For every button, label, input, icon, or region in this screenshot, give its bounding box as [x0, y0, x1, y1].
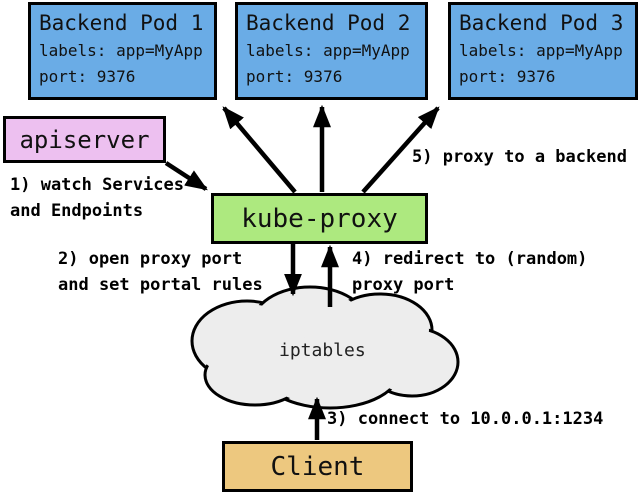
pod-title: Backend Pod 2 — [246, 11, 411, 35]
annotation-step2: 2) open proxy port and set portal rules — [58, 249, 263, 295]
client-box: Client — [222, 441, 413, 492]
arrow-kubeproxy-to-pod1 — [222, 106, 297, 194]
client-label: Client — [270, 451, 365, 482]
pod-labels: labels: app=MyApp — [246, 41, 410, 60]
annotation-step4: 4) redirect to (random) proxy port — [352, 249, 588, 295]
annotation-step5: 5) proxy to a backend — [412, 147, 627, 167]
pod-title: Backend Pod 1 — [39, 11, 204, 35]
backend-pod-3-box: Backend Pod 3 labels: app=MyApp port: 93… — [448, 2, 638, 100]
pod-title: Backend Pod 3 — [459, 11, 624, 35]
backend-pod-1-box: Backend Pod 1 labels: app=MyApp port: 93… — [28, 2, 217, 100]
pod-labels: labels: app=MyApp — [459, 41, 623, 60]
annotation-step1: 1) watch Services and Endpoints — [10, 175, 184, 221]
apiserver-box: apiserver — [3, 116, 166, 163]
kube-proxy-label: kube-proxy — [241, 203, 398, 234]
iptables-label: iptables — [279, 340, 366, 361]
pod-port: port: 9376 — [459, 67, 556, 86]
kube-proxy-box: kube-proxy — [211, 193, 428, 244]
pod-port: port: 9376 — [39, 67, 136, 86]
pod-labels: labels: app=MyApp — [39, 41, 203, 60]
pod-port: port: 9376 — [246, 67, 343, 86]
annotation-step3: 3) connect to 10.0.0.1:1234 — [327, 409, 604, 429]
apiserver-label: apiserver — [19, 125, 150, 154]
backend-pod-2-box: Backend Pod 2 labels: app=MyApp port: 93… — [235, 2, 428, 100]
